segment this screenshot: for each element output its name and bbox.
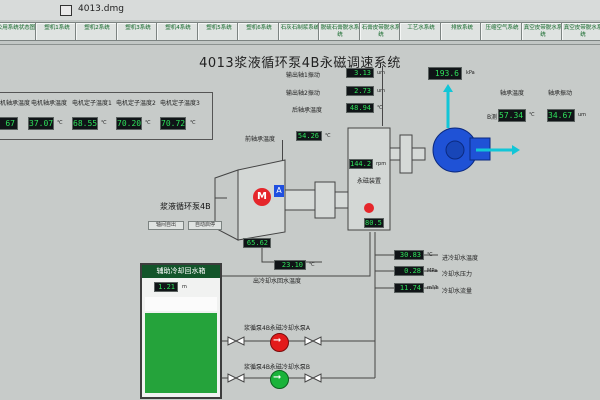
coupler-opening-value: 80.5 [364,218,384,228]
cooling-pump-b-label: 浆循泵4B永磁冷却水泵B [244,364,311,371]
nav-button-13[interactable]: 真空皮带脱水系统 [521,22,565,41]
front-bearing-temp-unit: ℃ [325,133,331,139]
rear-bearing-temp-label: 后轴承温度 [292,107,323,114]
cooling-pressure-unit: MPa [427,268,438,274]
motor-temp-value-3: 70.20 [116,117,142,130]
pump-bearing-temp-value: 57.34 [498,109,526,122]
nav-button-3[interactable]: 塑机3系统 [116,22,160,41]
cooling-pump-b-icon[interactable] [270,370,289,389]
cooling-pressure-value: 0.28 [394,266,424,276]
motor-temp-label-4: 电机定子温度3 [160,100,200,107]
outlet-water-temp-label: 出冷却水回水温度 [253,278,302,285]
nav-bar: 公用系统状态图 塑机1系统 塑机2系统 塑机3系统 塑机4系统 塑机5系统 塑机… [0,20,600,45]
pump-bearing-vib-label: 轴承振动 [548,90,573,97]
magnet-coupler-box [347,127,391,231]
motor-temp-unit-2: ℃ [101,120,107,126]
rear-bearing-temp-unit: ℃ [377,105,383,111]
motor-temp-unit-4: ℃ [190,120,196,126]
document-icon [60,5,72,16]
front-bearing-pointer [282,140,283,162]
output-shaft-vib2-value: 2.73 [346,86,374,96]
motor-temp-label-3: 电机定子温度2 [116,100,156,107]
nav-button-8[interactable]: 脱硫石膏脱水系统 [318,22,362,41]
coupling-flange [314,181,336,219]
cooling-flow-value: 11.74 [394,283,424,293]
cooling-pump-a-arrow-icon: ➞ [273,335,282,346]
nav-button-2[interactable]: 塑机2系统 [75,22,119,41]
motor-temp-label-0: 电机轴承温度 [0,100,31,107]
motor-temp-value-1: 37.07 [28,117,54,130]
pump-bearing-temp-label: 轴承温度 [500,90,525,97]
cooling-inlet-temp-value: 30.83 [394,250,424,260]
pump-bearing-vib-unit: um [578,112,587,118]
motor-temp-value-0: 67 [0,117,18,130]
tank-water-fill [145,313,217,393]
pump-name-label: 浆液循环泵4B [160,202,211,211]
shaft-reading-connector [382,66,383,126]
tank-label: 辅助冷却回水箱 [142,265,220,278]
coupler-label: 永磁装置 [357,178,382,185]
rear-bearing-temp-value: 48.94 [346,103,374,113]
coupler-speed-unit: rpm [376,161,387,167]
output-shaft-vib2-label: 输出轴2振动 [286,90,320,97]
coupler-status-icon[interactable] [364,203,374,213]
nav-button-14[interactable]: 真空皮带脱水系统 [561,22,600,41]
nav-button-5[interactable]: 塑机5系统 [197,22,241,41]
output-shaft-vib1-label: 输出轴1振动 [286,72,320,79]
cooling-pump-a-label: 浆循泵4B永磁冷却水泵A [244,325,311,332]
motor-temp-panel [0,92,213,140]
pump-outlet-pressure-value: 193.6 [428,67,462,80]
cooling-pressure-label: 冷却水压力 [442,271,473,278]
front-bearing-temp-label: 前轴承温度 [245,136,276,143]
motor-temp-unit-1: ℃ [57,120,63,126]
auto-start-button[interactable]: 自动启停 [188,221,222,230]
shaft-test-button[interactable]: 轴间自出 [148,221,184,230]
motor-shaft [284,189,316,211]
page-title: 4013浆液循环泵4B永磁调速系统 [199,56,401,71]
pump-outlet-pressure-unit: kPa [466,70,475,76]
cooling-inlet-temp-unit: ℃ [427,252,433,258]
nav-button-9[interactable]: 石膏皮带脱水系统 [359,22,403,41]
outlet-water-temp-value: 23.10 [274,260,306,270]
window-title: 4013.dmg [78,4,124,14]
front-bearing-temp-value: 54.26 [296,131,322,141]
cooling-inlet-temp-label: 进冷却水温度 [442,255,479,262]
tank-level-value: 1.21 [154,282,178,292]
outlet-water-temp-unit: ℃ [309,262,315,268]
motor-temp-value-4: 70.72 [160,117,186,130]
motor-current-value: 65.62 [243,238,271,248]
tank-level-unit: m [182,284,187,290]
motor-status-indicator[interactable]: M [253,188,271,206]
output-shaft-vib1-value: 3.13 [346,68,374,78]
motor-temp-label-1: 电机轴承温度 [31,100,68,107]
motor-temp-unit-3: ℃ [145,120,151,126]
pump-bearing-side-label: B测 [487,114,498,121]
nav-button-12[interactable]: 压缩空气系统 [480,22,524,41]
output-shaft-vib2-unit: um [377,88,385,94]
motor-temp-label-2: 电机定子温度1 [72,100,112,107]
motor-mode-badge: A [274,185,284,197]
pump-bearing-temp-unit: ℃ [529,112,535,118]
tank-feed-line [222,232,371,277]
cooling-flow-label: 冷却水流量 [442,288,473,295]
tank-empty-space [145,297,217,311]
cooling-pump-a-icon[interactable] [270,333,289,352]
pump-coupling [399,134,413,174]
cooling-return-tank: 辅助冷却回水箱 1.21 m [140,263,222,399]
cooling-flow-unit: m³/h [427,285,439,291]
nav-button-4[interactable]: 塑机4系统 [156,22,200,41]
motor-temp-value-2: 68.55 [72,117,98,130]
coupler-speed-value: 144.2 [349,159,373,169]
pump-bearing-vib-value: 34.67 [547,109,575,122]
output-shaft-vib1-unit: um [377,70,385,76]
cooling-pump-b-arrow-icon: ➞ [273,372,282,383]
